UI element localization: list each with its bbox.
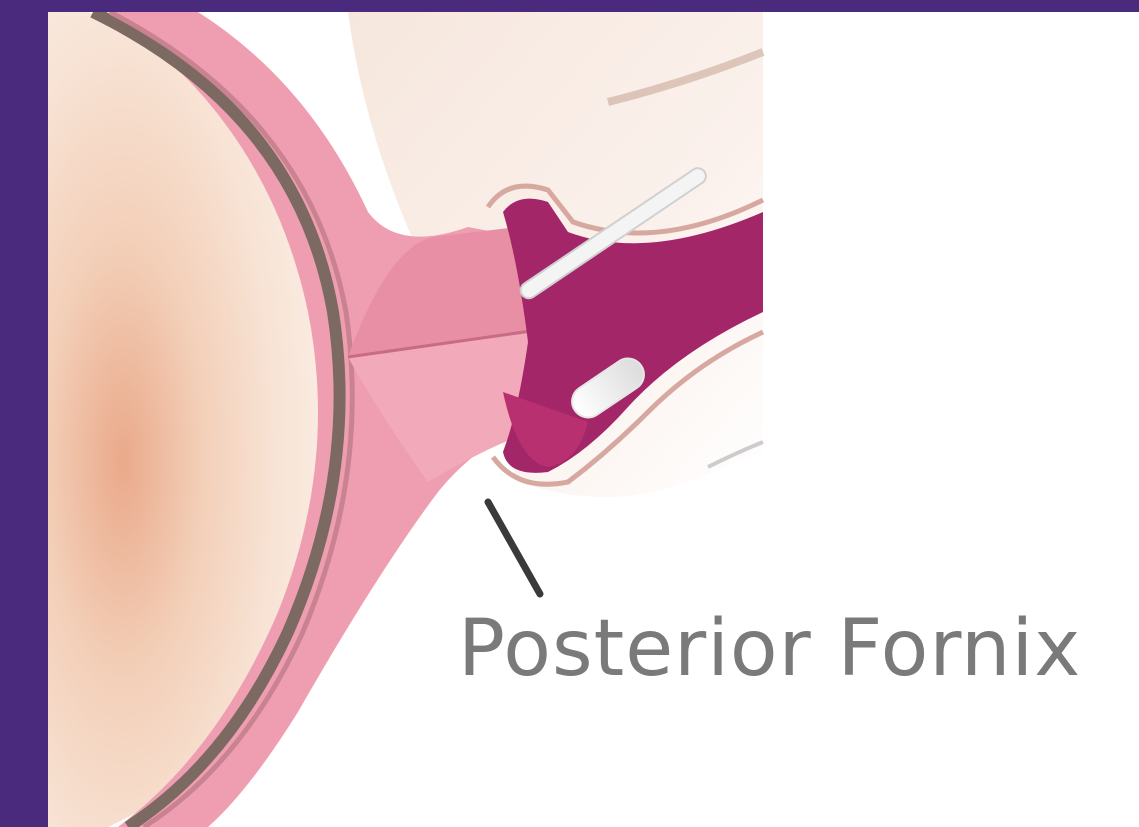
posterior-fornix-label: Posterior Fornix	[458, 604, 1081, 694]
diagram-panel: Posterior Fornix	[48, 12, 1139, 827]
pointer-line	[488, 502, 540, 594]
anatomy-illustration	[48, 12, 1139, 827]
